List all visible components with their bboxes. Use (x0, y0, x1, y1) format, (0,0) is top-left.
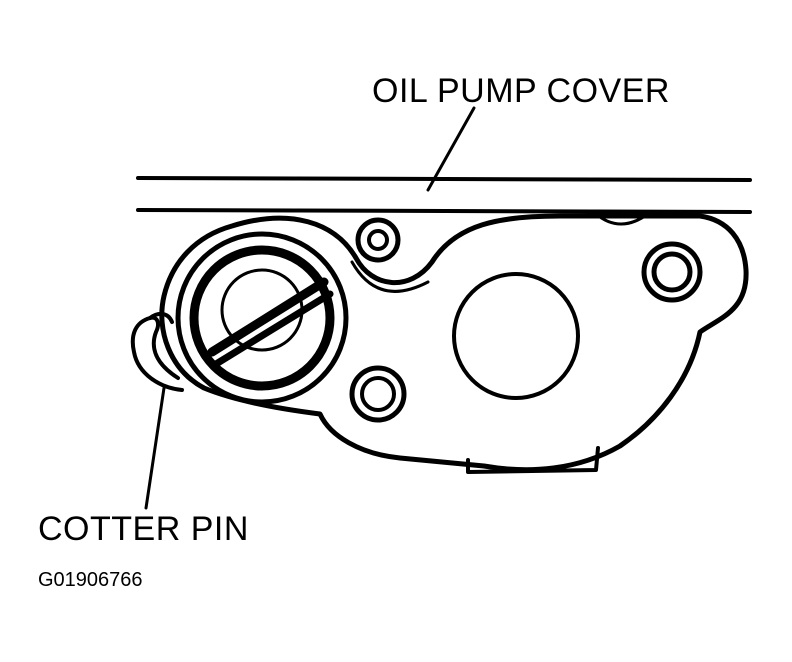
gear-bore (452, 272, 580, 400)
oil-pump-cover-label: OIL PUMP COVER (372, 72, 670, 110)
housing-bottom-tab (466, 446, 600, 474)
lower-bolt-hole-outer (349, 365, 407, 423)
oil-pump-cover-leader (426, 106, 476, 192)
cover-top-line (136, 176, 752, 182)
plug-slot-upper (207, 277, 329, 357)
cotter-pin-leg (148, 311, 174, 324)
dowel-boss-outer (355, 217, 401, 263)
figure-id-label: G01906766 (38, 569, 143, 591)
cotter-pin-shape (130, 315, 184, 392)
right-bolt-hole-outer (641, 241, 703, 303)
cover-bottom-line (136, 208, 752, 214)
relief-valve-bore (175, 231, 349, 405)
cotter-pin-leader (144, 386, 166, 510)
cotter-pin-label: COTTER PIN (38, 510, 249, 548)
dowel-boss-inner (367, 229, 389, 251)
housing-inner-ridge (350, 260, 430, 293)
pump-housing-outline (159, 213, 749, 473)
right-bolt-hole-inner (651, 251, 693, 293)
relief-valve-plug-rim (189, 245, 335, 391)
lower-bolt-hole-inner (360, 376, 396, 412)
plug-slot-lower (212, 290, 334, 368)
